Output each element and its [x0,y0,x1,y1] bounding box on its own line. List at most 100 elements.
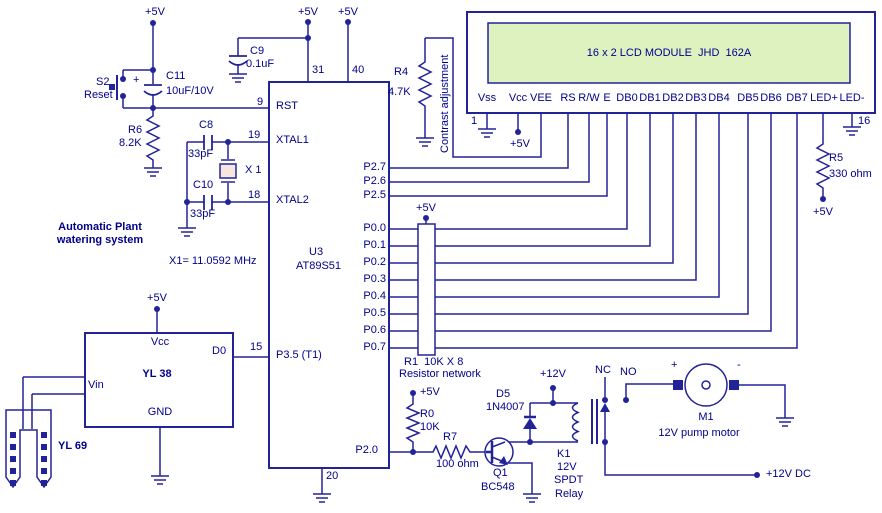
res-r6-value: 8.2K [119,137,142,149]
contrast-adjustment-note: Contrast adjustment [439,54,451,153]
yl38-module-name: YL 38 [142,368,172,380]
yl38-pin-vin: Vin [88,379,104,391]
supply-5v-label: +5V [416,202,436,214]
crystal-x1-ref: X 1 [245,164,262,176]
lcd-screen [487,22,851,84]
mcu-pin-rst: RST [276,100,298,112]
resistor-r6 [145,108,161,168]
pin-number-20: 20 [326,470,339,482]
res-r7-ref: R7 [443,431,458,443]
resistor-network-r1 [417,218,436,356]
lcd-pin-ledp: LED+ [810,92,838,104]
res-network-r1-ref: R1 10K X 8 [404,356,464,368]
motor-minus-label: - [737,359,741,371]
cap-c8-value: 33pF [188,148,214,160]
yl38-pin-vcc: Vcc [150,336,170,348]
cap-c9-value: 0.1uF [246,58,275,70]
cap-c11-ref: C11 [166,70,186,82]
mcu-pin-xtal2: XTAL2 [276,194,309,206]
supply-5v-label: +5V [145,6,165,18]
lcd-pin-e: E [603,92,611,104]
lcd-pin-db1: DB1 [639,92,661,104]
res-r0-ref: R0 [420,408,435,420]
res-r6-ref: R6 [128,124,143,136]
supply-5v-label: +5V [420,386,440,398]
cap-c10-value: 33pF [190,208,216,220]
yl69-probe-name: YL 69 [58,440,88,452]
res-r5-ref: R5 [829,152,844,164]
lcd-pin-db7: DB7 [786,92,808,104]
resistor-r5 [815,113,831,199]
lcd-pin-rw: R/W [578,92,600,104]
lcd-pin-db3: DB3 [685,92,707,104]
supply-12v-label: +12V [540,368,566,380]
lcd-pin-number-1: 1 [471,115,478,127]
yl38-pin-gnd: GND [147,406,173,418]
resistor-symbols [145,38,831,460]
res-r0-value: 10K [420,421,440,433]
pin-number-40: 40 [352,64,365,76]
yl69-probe-symbol [5,409,52,489]
junction-dots [120,19,826,478]
lcd-pin-vee: VEE [529,92,553,104]
cap-c8-ref: C8 [199,119,214,131]
mcu-pin-p00: P0.0 [363,222,386,234]
yl38-body [84,332,234,428]
wires [22,22,853,494]
supply-5v-label: +5V [510,138,530,150]
ground-symbols [144,73,861,503]
supply-12vdc-label: +12V DC [766,468,811,480]
mcu-pin-p20: P2.0 [355,444,378,456]
cap-c10-ref: C10 [193,179,214,191]
schematic-title-line2: watering system [56,234,144,246]
yl38-pin-d0: D0 [212,345,227,357]
res-r7-value: 100 ohm [436,458,479,470]
lcd-pin-rs: RS [560,92,576,104]
res-network-r1-value: Resistor network [399,368,481,380]
reset-switch-symbol[interactable] [109,75,118,100]
capacitor-c9 [228,55,248,66]
diode-d5-value: 1N4007 [486,401,525,413]
emitter-arrow [499,456,508,465]
crystal-frequency-note: X1= 11.0592 MHz [169,255,257,267]
motor-plus-label: + [671,359,678,371]
res-r5-value: 330 ohm [829,168,872,180]
mcu-pin-t1: P3.5 (T1) [276,349,322,361]
lcd-pin-db2: DB2 [662,92,684,104]
relay-k1-value2: SPDT [554,474,584,486]
lcd-module-body [466,11,876,114]
pin-number-31: 31 [312,64,325,76]
pump-motor-symbol [673,363,739,407]
relay-k1-ref: K1 [557,448,571,460]
pin-number-9: 9 [257,96,264,108]
motor-m1-ref: M1 [698,411,714,423]
supply-5v-label: +5V [298,6,318,18]
mcu-pin-p05: P0.5 [363,307,386,319]
cap-c11-polarity: + [133,74,140,86]
transistor-q1-ref: Q1 [493,467,508,479]
pin-number-18: 18 [248,189,261,201]
crystal-symbol [219,159,237,183]
pin-number-19: 19 [248,129,261,141]
lcd-pin-ledm: LED- [839,92,865,104]
res-r4-value: 4.7K [388,86,411,98]
mcu-pin-p02: P0.2 [363,256,386,268]
mcu-pin-p07: P0.7 [363,341,386,353]
pin-number-15: 15 [250,341,263,353]
mcu-pin-p03: P0.3 [363,273,386,285]
mcu-pin-p06: P0.6 [363,324,386,336]
cap-c11-value: 10uF/10V [166,85,214,97]
transistor-q1-value: BC548 [481,481,515,493]
mcu-pin-p01: P0.1 [363,239,386,251]
mcu-pin-xtal1: XTAL1 [276,134,309,146]
resistor-r4 [417,38,433,138]
switch-s2-value: Reset [84,89,113,101]
mcu-part: AT89S51 [296,260,342,272]
transistor-q1-symbol [484,437,514,467]
mcu-pin-p26: P2.6 [363,175,386,187]
relay-k1-value1: 12V [557,461,577,473]
mcu-ref: U3 [309,246,324,258]
res-r4-ref: R4 [394,66,409,78]
mcu-pin-p25: P2.5 [363,189,386,201]
